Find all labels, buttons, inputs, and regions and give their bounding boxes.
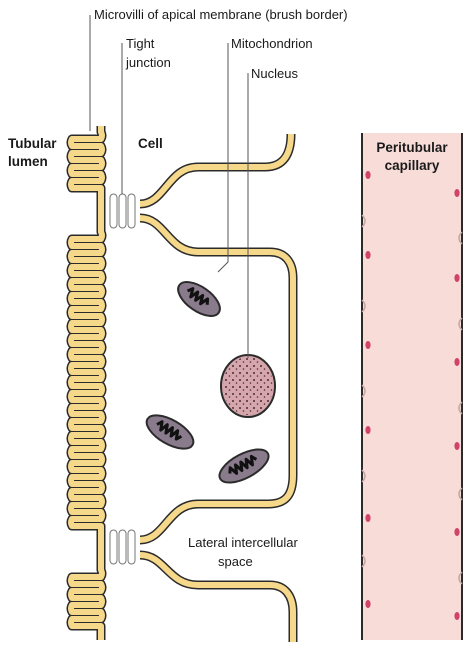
lateral-space-label-line2: space bbox=[218, 554, 253, 569]
endothelial-nucleus-left-4 bbox=[365, 426, 370, 434]
endothelial-nucleus-left-3 bbox=[365, 341, 370, 349]
brush-border-membrane bbox=[71, 126, 102, 640]
endothelial-nucleus-right-1 bbox=[454, 189, 459, 197]
tight-junction-label-line1: Tight bbox=[126, 36, 155, 51]
mitochondrion-3 bbox=[215, 443, 274, 490]
peritubular-capillary bbox=[362, 133, 462, 640]
cell-label: Cell bbox=[138, 136, 163, 151]
tight-junction-lower bbox=[110, 530, 135, 564]
mitochondrion-label: Mitochondrion bbox=[231, 36, 313, 51]
peritubular-capillary-label-line2: capillary bbox=[385, 158, 440, 173]
leader-mitochondrion bbox=[218, 43, 228, 272]
endothelial-nucleus-left-6 bbox=[365, 600, 370, 608]
lateral-space-label-line1: Lateral intercellular bbox=[188, 535, 299, 550]
endothelial-nucleus-right-6 bbox=[454, 612, 459, 620]
peritubular-capillary-label-line1: Peritubular bbox=[376, 140, 448, 155]
endothelial-nucleus-right-5 bbox=[454, 528, 459, 536]
mitochondrion-2 bbox=[141, 409, 198, 456]
nucleus bbox=[221, 355, 275, 417]
endothelial-nucleus-right-4 bbox=[454, 442, 459, 450]
tight-junction-upper bbox=[110, 194, 135, 228]
nucleus-label: Nucleus bbox=[251, 66, 298, 81]
endothelial-nucleus-right-3 bbox=[454, 358, 459, 366]
tubular-lumen-label-line2: lumen bbox=[8, 154, 48, 169]
endothelial-nucleus-left-1 bbox=[365, 171, 370, 179]
mitochondrion-1 bbox=[172, 275, 225, 322]
tight-junction-label-line2: junction bbox=[125, 55, 171, 70]
endothelial-nucleus-left-2 bbox=[365, 251, 370, 259]
tubular-lumen-label-line1: Tubular bbox=[8, 136, 57, 151]
endothelial-nucleus-left-5 bbox=[365, 514, 370, 522]
microvilli-label: Microvilli of apical membrane (brush bor… bbox=[94, 7, 348, 22]
endothelial-nucleus-right-2 bbox=[454, 274, 459, 282]
